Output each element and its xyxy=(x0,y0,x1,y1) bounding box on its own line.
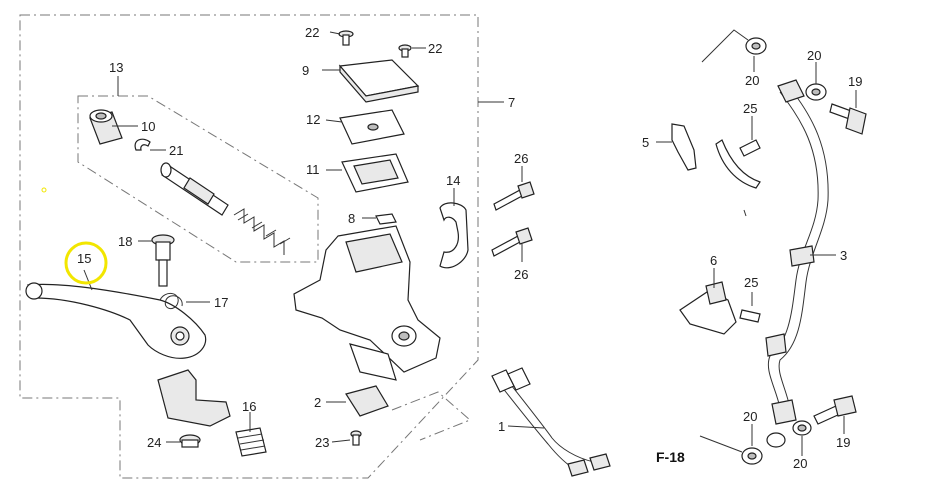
callout-5: 5 xyxy=(642,135,649,150)
holder[interactable] xyxy=(439,202,469,269)
callout-18: 18 xyxy=(118,234,132,249)
hose-clamp-5[interactable] xyxy=(671,123,697,171)
upper-washer-left[interactable] xyxy=(745,37,767,55)
callout-9: 8 xyxy=(348,211,355,226)
bracket-collar[interactable] xyxy=(179,434,201,448)
callout-26-upper: 26 xyxy=(514,151,528,166)
callout-15: 15 xyxy=(77,251,91,266)
callout-19-upper: 19 xyxy=(848,74,862,89)
switch-frame xyxy=(391,391,471,441)
callout-8: 10 xyxy=(141,119,155,134)
reservoir-cap[interactable] xyxy=(338,59,420,103)
callout-26-lower: 26 xyxy=(514,267,528,282)
clamp-bolt[interactable] xyxy=(739,309,761,323)
callout-13: 12 xyxy=(306,112,320,127)
callout-24: 24 xyxy=(147,435,161,450)
callout-3: 3 xyxy=(840,248,847,263)
upper-oil-bolt[interactable] xyxy=(829,103,867,135)
dust-boot[interactable] xyxy=(89,109,123,145)
lower-washer-left[interactable] xyxy=(741,447,763,465)
callout-14: 13 xyxy=(109,60,123,75)
highlight-circle xyxy=(64,241,108,285)
marker-dot xyxy=(41,187,47,193)
switch-screw[interactable] xyxy=(350,430,362,446)
circlip[interactable] xyxy=(134,138,151,151)
callout-23: 23 xyxy=(315,435,329,450)
lever-spring[interactable] xyxy=(159,293,183,309)
callout-labels: 22 22 9 12 11 8 7 13 10 21 18 17 15 16 2… xyxy=(77,25,862,471)
callout-22-left: 22 xyxy=(305,25,319,40)
callout-17: 17 xyxy=(214,295,228,310)
callout-21: 21 xyxy=(169,143,183,158)
pivot-bolt[interactable] xyxy=(151,234,175,287)
cap-screw-right[interactable] xyxy=(398,44,412,58)
callout-2: 2 xyxy=(314,395,321,410)
callout-19-lower: 19 xyxy=(836,435,850,450)
callout-25-upper: 25 xyxy=(743,101,757,116)
callout-10: 9 xyxy=(302,63,309,78)
holder-bolt-lower[interactable] xyxy=(491,227,533,257)
brake-switch[interactable] xyxy=(345,385,389,417)
piston-spring[interactable] xyxy=(233,208,291,255)
holder-bolt-upper[interactable] xyxy=(493,181,535,211)
callout-25-lower: 25 xyxy=(744,275,758,290)
master-cylinder-body[interactable] xyxy=(293,225,441,381)
lower-oil-bolt[interactable] xyxy=(813,395,857,425)
callout-20-bottom-right: 20 xyxy=(793,456,807,471)
lever-bracket[interactable] xyxy=(157,369,231,427)
guide-bolt[interactable] xyxy=(739,139,761,157)
lower-washer-right[interactable] xyxy=(792,420,812,436)
callout-16: 16 xyxy=(242,399,256,414)
float[interactable] xyxy=(375,213,397,225)
callout-20-bottom-left: 20 xyxy=(743,409,757,424)
callout-20-top-right: 20 xyxy=(807,48,821,63)
callout-6: 6 xyxy=(710,253,717,268)
callout-12: 11 xyxy=(306,162,320,177)
piston-kit-frame xyxy=(77,95,319,263)
reference-f18: F-18 xyxy=(656,449,685,465)
callout-20-top-left: 20 xyxy=(745,73,759,88)
callout-1: 1 xyxy=(498,419,505,434)
bracket-spring[interactable] xyxy=(235,427,267,457)
upper-washer-right[interactable] xyxy=(805,83,827,101)
switch-harness[interactable] xyxy=(491,367,611,477)
master-cylinder-assembly-frame xyxy=(19,14,479,479)
brake-hose[interactable] xyxy=(765,79,829,448)
hose-guide[interactable] xyxy=(715,139,761,189)
leader-lines xyxy=(83,29,857,456)
callout-7: 7 xyxy=(508,95,515,110)
piston[interactable] xyxy=(160,162,229,216)
brake-lever[interactable] xyxy=(25,282,207,359)
hose-clamp-6[interactable] xyxy=(679,281,737,335)
diaphragm-plate[interactable] xyxy=(339,109,405,145)
cap-screw-left[interactable] xyxy=(338,30,354,46)
callout-11: 14 xyxy=(446,173,460,188)
callout-22-right: 22 xyxy=(428,41,442,56)
diaphragm[interactable] xyxy=(341,153,409,193)
